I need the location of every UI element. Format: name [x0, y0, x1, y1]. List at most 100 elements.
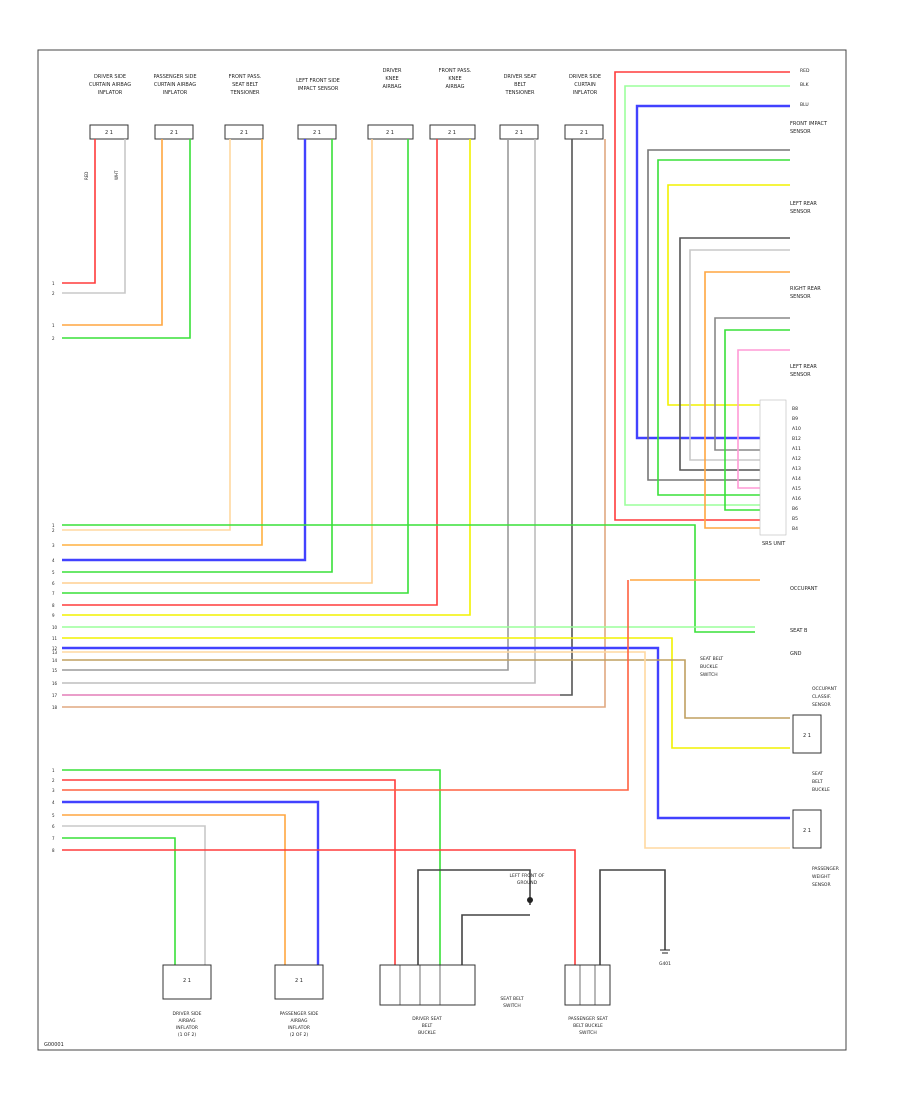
svg-text:BLK: BLK: [800, 82, 810, 88]
wire-black-gnd3: [461, 914, 530, 965]
svg-text:2 1: 2 1: [295, 978, 303, 984]
srs-unit-connector: B8 B9 A10 B12 A11 A12 A13 A14 A15 A16 B6…: [759, 399, 801, 547]
svg-text:A14: A14: [792, 476, 801, 482]
wire-sensor-yellow: [667, 184, 790, 406]
right-sensor-2: LEFT REAR SENSOR: [790, 201, 817, 215]
svg-text:AIRBAG: AIRBAG: [445, 84, 464, 90]
left-pin-number: 7: [52, 591, 55, 596]
svg-text:GROUND: GROUND: [517, 880, 538, 886]
wire-green-bus: [62, 524, 755, 633]
left-pin-number: 16: [52, 681, 58, 686]
svg-text:(2 OF 2): (2 OF 2): [290, 1032, 308, 1038]
svg-text:BELT: BELT: [514, 82, 527, 88]
svg-text:WEIGHT: WEIGHT: [812, 874, 830, 880]
svg-text:A16: A16: [792, 496, 801, 502]
left-pin-number: 2: [52, 291, 55, 296]
figure-id: G00001: [44, 1042, 64, 1048]
svg-text:FRONT IMPACT: FRONT IMPACT: [790, 121, 828, 127]
wire-blue-4: [62, 139, 307, 562]
wire-blue-bus: [62, 646, 790, 820]
svg-text:SENSOR: SENSOR: [790, 294, 811, 300]
wire-sensor-red: [614, 71, 790, 521]
svg-text:RED: RED: [800, 68, 810, 74]
svg-text:2 1: 2 1: [240, 130, 248, 136]
svg-text:B9: B9: [792, 416, 798, 422]
svg-text:A12: A12: [792, 456, 801, 462]
svg-text:2 1: 2 1: [803, 828, 811, 834]
left-pin-number: 5: [52, 813, 55, 818]
svg-text:WHT: WHT: [114, 170, 119, 180]
svg-text:DRIVER SIDE: DRIVER SIDE: [94, 74, 126, 80]
left-pin-number: 3: [52, 543, 55, 548]
wire-orange-3: [62, 139, 263, 546]
left-pin-number: 18: [52, 705, 58, 710]
wire-brown-bus: [62, 659, 790, 719]
wire-sensor-gray3: [714, 317, 790, 451]
left-pin-number: 10: [52, 625, 58, 630]
top-connector-5: DRIVER KNEE AIRBAG 2 1: [367, 68, 414, 140]
wire-sensor-green3: [724, 329, 790, 511]
svg-text:FRONT PASS.: FRONT PASS.: [229, 74, 262, 80]
svg-text:RIGHT REAR: RIGHT REAR: [790, 286, 821, 292]
svg-text:SRS UNIT: SRS UNIT: [762, 541, 786, 547]
svg-text:OCCUPANT: OCCUPANT: [812, 686, 837, 692]
svg-text:TENSIONER: TENSIONER: [505, 90, 535, 96]
svg-text:B5: B5: [792, 516, 798, 522]
wire-sensor-pink3: [737, 349, 790, 489]
svg-text:A10: A10: [792, 426, 801, 432]
svg-text:BLU: BLU: [800, 102, 809, 108]
svg-text:B12: B12: [792, 436, 801, 442]
bottom-component-1: 2 1 DRIVER SIDE AIRBAG INFLATOR (1 OF 2): [162, 964, 212, 1038]
svg-text:BUCKLE: BUCKLE: [418, 1030, 436, 1036]
wire-white-7: [62, 139, 536, 684]
wire-sensor-ltgreen: [624, 85, 790, 506]
left-pin-number: 5: [52, 570, 55, 575]
svg-text:2 1: 2 1: [448, 130, 456, 136]
wire-blue-low: [62, 800, 320, 965]
svg-text:CURTAIN AIRBAG: CURTAIN AIRBAG: [154, 82, 196, 88]
wire-gray-7: [62, 139, 509, 671]
bottom-component-5: PASSENGER SEAT BELT BUCKLE SWITCH: [564, 964, 611, 1036]
svg-text:2 1: 2 1: [170, 130, 178, 136]
svg-text:SEAT: SEAT: [812, 771, 823, 777]
wire-white-low: [62, 825, 206, 965]
wire-white-1: [62, 139, 126, 294]
left-pin-number: 17: [52, 693, 58, 698]
svg-text:LEFT REAR: LEFT REAR: [790, 364, 817, 370]
svg-text:2 1: 2 1: [183, 978, 191, 984]
svg-text:DRIVER: DRIVER: [383, 68, 402, 74]
svg-text:BUCKLE: BUCKLE: [700, 664, 718, 670]
top-connector-7: DRIVER SEAT BELT TENSIONER 2 1: [499, 74, 539, 140]
svg-text:B6: B6: [792, 506, 798, 512]
svg-text:2 1: 2 1: [105, 130, 113, 136]
left-pin-number: 4: [52, 800, 55, 805]
wire-green-5: [62, 139, 409, 594]
ground-symbol: G401: [659, 949, 671, 967]
svg-text:SEAT BELT: SEAT BELT: [232, 82, 259, 88]
wire-yellow-6: [62, 139, 471, 616]
left-pin-number: 1: [52, 768, 55, 773]
svg-text:PASSENGER SEAT: PASSENGER SEAT: [568, 1016, 608, 1022]
svg-text:SWITCH: SWITCH: [579, 1030, 597, 1036]
wire-red-6: [62, 139, 438, 606]
svg-text:DRIVER SEAT: DRIVER SEAT: [504, 74, 538, 80]
wire-sensor-orange2: [704, 271, 790, 529]
wire-yellow-bus: [62, 637, 790, 749]
bottom-component-4: LEFT FRONT OF GROUND SEAT BELT SWITCH: [500, 873, 544, 1009]
svg-text:B8: B8: [792, 406, 798, 412]
wire-black-gnd: [417, 869, 531, 965]
svg-text:G401: G401: [659, 961, 671, 967]
svg-text:SEAT BELT: SEAT BELT: [700, 656, 723, 662]
wire-red-low2: [62, 779, 396, 965]
svg-text:IMPACT SENSOR: IMPACT SENSOR: [298, 86, 339, 92]
left-pin-number: 2: [52, 528, 55, 533]
wire-tan-3: [62, 139, 231, 531]
wire-sensor-green: [657, 159, 790, 496]
wire-red-low3: [62, 849, 576, 965]
svg-text:CURTAIN AIRBAG: CURTAIN AIRBAG: [89, 82, 131, 88]
top-connector-2: PASSENGER SIDE CURTAIN AIRBAG INFLATOR 2…: [153, 74, 197, 140]
wire-sensor-blue: [635, 104, 790, 440]
svg-text:DRIVER SIDE: DRIVER SIDE: [569, 74, 601, 80]
